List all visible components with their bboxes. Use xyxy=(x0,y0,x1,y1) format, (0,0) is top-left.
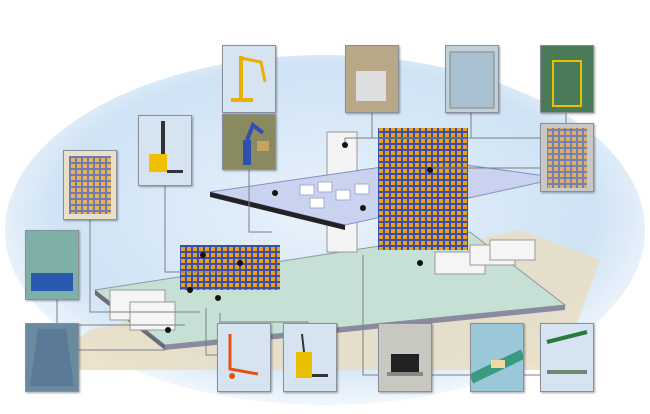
shelving-rack-icon xyxy=(69,156,111,214)
hotspot-dots xyxy=(165,142,433,333)
thumb-reach-truck[interactable] xyxy=(138,115,192,186)
thumb-vertical-lift[interactable] xyxy=(540,45,594,113)
thumb-balancer[interactable] xyxy=(222,45,276,113)
balancer-crane-icon xyxy=(231,56,267,102)
thumb-ramp[interactable] xyxy=(25,323,79,392)
picking-cart-icon xyxy=(387,354,423,376)
thumb-cart[interactable] xyxy=(378,323,432,392)
storage-boxes xyxy=(299,181,370,209)
high-speed-door-icon xyxy=(449,51,495,109)
thumb-high-rack[interactable] xyxy=(540,123,594,192)
thumb-conveyors[interactable] xyxy=(540,323,594,392)
vertical-lift-icon xyxy=(552,60,582,107)
electric-pallet-truck-icon xyxy=(296,333,328,378)
reach-truck-icon xyxy=(149,121,183,173)
trucks xyxy=(109,239,536,331)
thumb-robot[interactable] xyxy=(222,114,276,170)
thumb-conveyor-line[interactable] xyxy=(470,323,524,392)
loading-ramp-icon xyxy=(30,329,74,386)
palletizing-robot-icon xyxy=(243,121,269,165)
dock-leveler-icon xyxy=(31,273,73,291)
thumb-dock-leveler[interactable] xyxy=(25,230,79,300)
conveyor-line-icon xyxy=(471,349,523,384)
lift-station-icon xyxy=(356,71,386,101)
thumb-shelving[interactable] xyxy=(63,150,117,220)
high-bay-rack-icon xyxy=(547,128,587,188)
thumb-hand-pallet[interactable] xyxy=(217,323,271,392)
thumb-fast-door[interactable] xyxy=(445,45,499,113)
roller-conveyor-icon xyxy=(546,330,588,374)
thumb-electric-pallet[interactable] xyxy=(283,323,337,392)
thumb-lift-station[interactable] xyxy=(345,45,399,113)
pallet-rack xyxy=(180,245,280,290)
automated-rack-upper xyxy=(378,128,468,228)
hand-pallet-truck-icon xyxy=(228,334,259,379)
